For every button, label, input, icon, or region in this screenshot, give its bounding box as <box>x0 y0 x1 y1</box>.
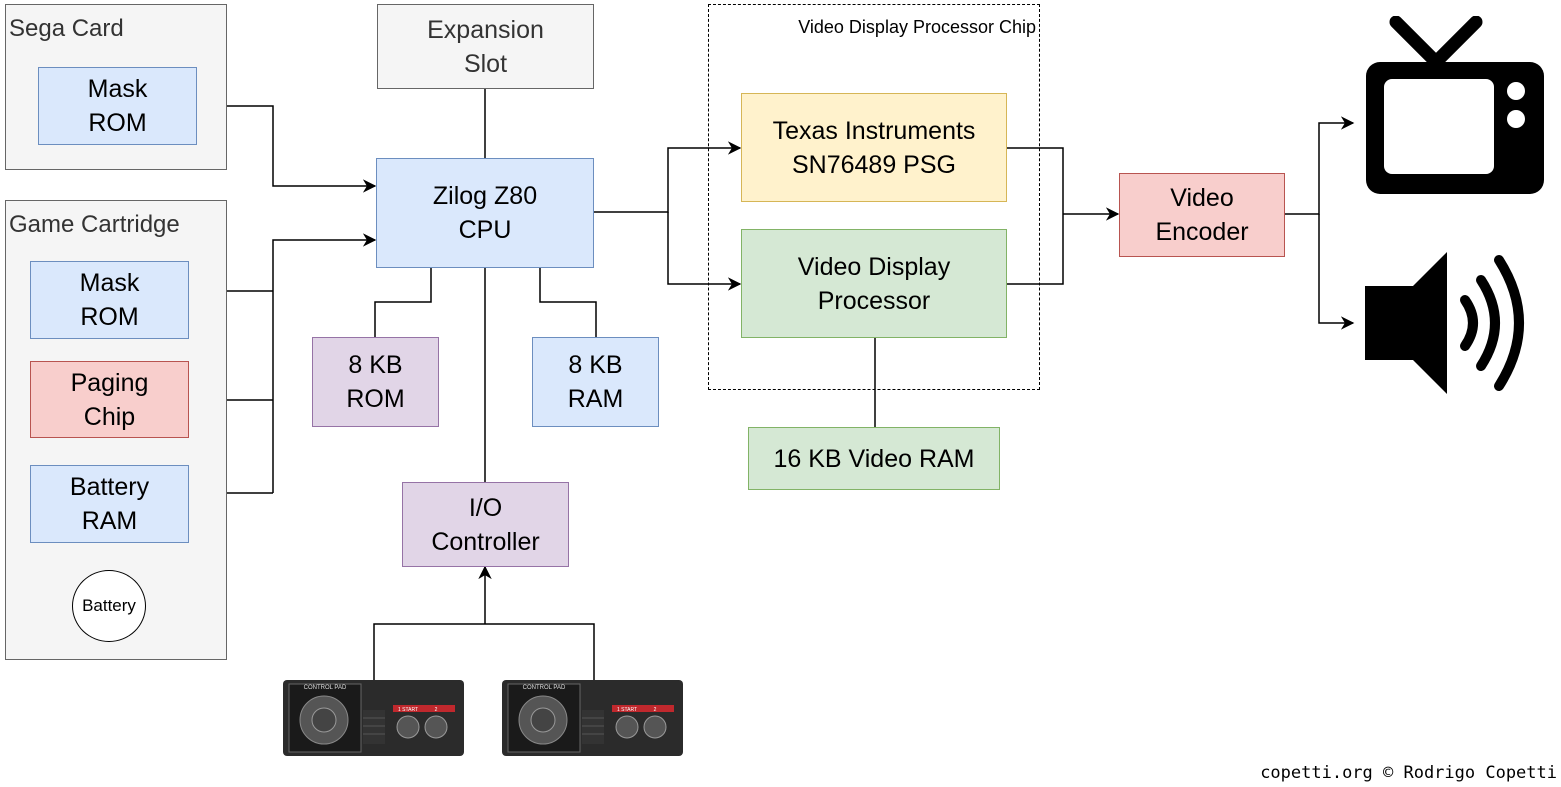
controller-button-2-label: 2 <box>654 707 657 713</box>
wire-encoder-speaker <box>1318 214 1355 330</box>
psg: Texas Instruments SN76489 PSG <box>741 93 1007 202</box>
controller-title: CONTROL PAD <box>523 685 566 691</box>
expansion-slot: Expansion Slot <box>377 4 594 89</box>
controller-icon: CONTROL PAD 1 START 2 <box>283 680 464 756</box>
sega-card-mask-rom: Mask ROM <box>38 67 197 145</box>
cpu: Zilog Z80 CPU <box>376 158 594 268</box>
game-cartridge-label: Game Cartridge <box>9 211 180 238</box>
wire-cpu-rom <box>374 268 432 337</box>
video-display-processor: Video Display Processor <box>741 229 1007 338</box>
battery-ram: Battery RAM <box>30 465 189 543</box>
wire-segacard-to-cpu <box>197 105 377 193</box>
vdp-chip-group: Video Display Processor Chip <box>708 4 1040 390</box>
wire-cpu-ram <box>539 268 597 337</box>
paging-chip: Paging Chip <box>30 361 189 438</box>
speaker-icon <box>1365 252 1524 394</box>
controller-icon: CONTROL PAD 1 START 2 <box>502 680 683 756</box>
io-controller: I/O Controller <box>402 482 569 567</box>
video-ram: 16 KB Video RAM <box>748 427 1000 490</box>
battery: Battery <box>72 570 146 642</box>
wire-controllers-io <box>373 567 595 681</box>
wire-cpu-psg <box>594 141 742 213</box>
wire-cpu-vdp <box>667 212 742 291</box>
wire-psg-encoder <box>1007 147 1064 285</box>
controller-button-2-label: 2 <box>435 707 438 713</box>
ram-8kb: 8 KB RAM <box>532 337 659 427</box>
credit-text: copetti.org © Rodrigo Copetti <box>1260 763 1557 783</box>
controller-start-label: 1 START <box>398 707 418 713</box>
wire-encoder-tv <box>1285 116 1355 215</box>
sega-card-label: Sega Card <box>9 15 124 42</box>
vdp-chip-label: Video Display Processor Chip <box>798 17 1036 37</box>
cartridge-mask-rom: Mask ROM <box>30 261 189 339</box>
video-encoder: Video Encoder <box>1119 173 1285 257</box>
tv-icon <box>1366 16 1544 194</box>
controller-title: CONTROL PAD <box>304 685 347 691</box>
rom-8kb: 8 KB ROM <box>312 337 439 427</box>
controller-start-label: 1 START <box>617 707 637 713</box>
wire-cart-bus-to-cpu <box>272 233 377 493</box>
